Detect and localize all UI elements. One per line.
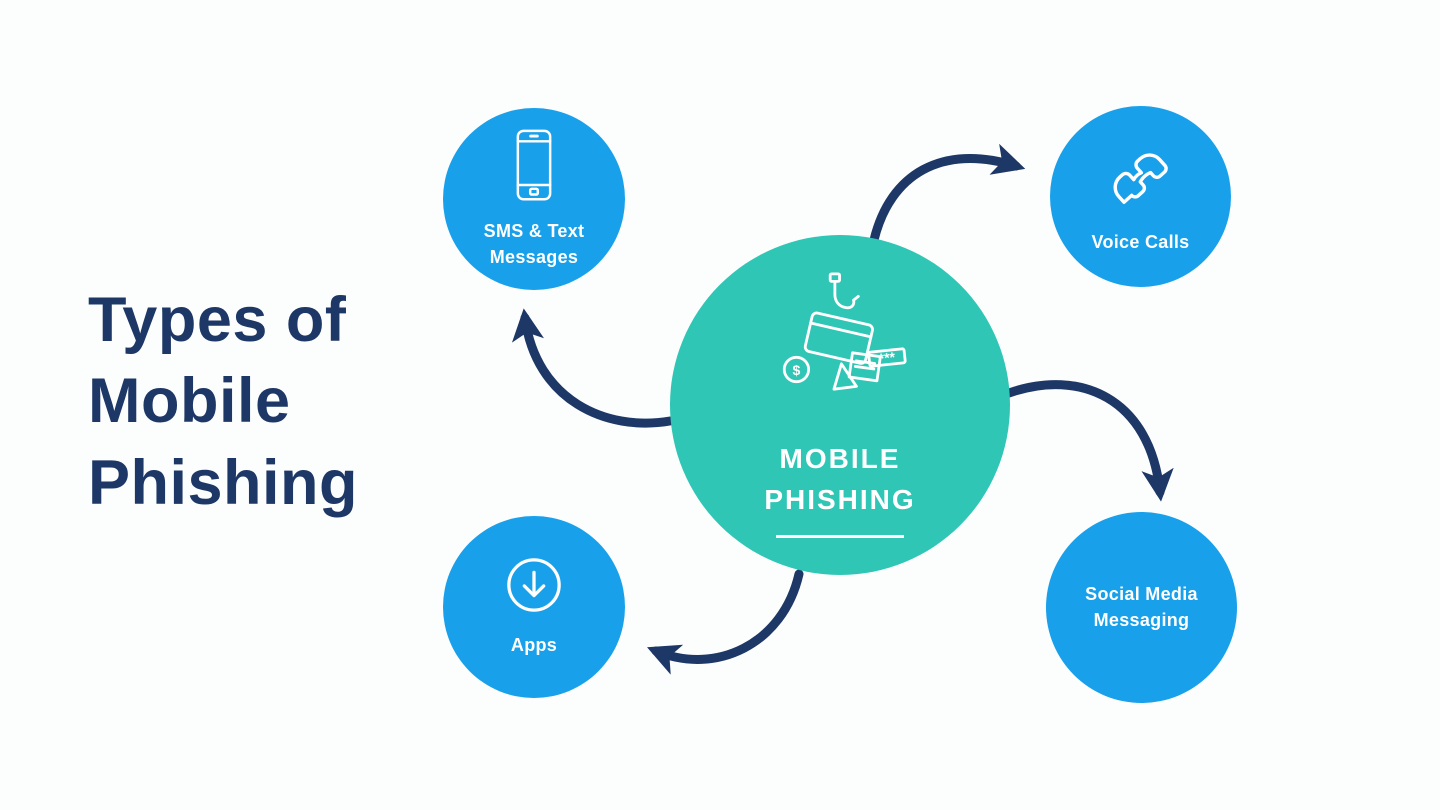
center-title-line-1: MOBILE xyxy=(779,443,901,475)
page-title: Types of Mobile Phishing xyxy=(88,280,358,524)
node-voice-calls: Voice Calls xyxy=(1050,106,1231,287)
arrow-center-to-voice-calls xyxy=(869,143,1026,245)
node-social-label-line-2: Messaging xyxy=(1093,609,1190,630)
node-voice-label: Voice Calls xyxy=(1091,230,1189,255)
node-apps-label-text: Apps xyxy=(510,634,558,655)
page-title-line-1: Types of xyxy=(88,285,347,355)
node-apps: Apps xyxy=(443,516,625,698)
password-mask-text: *** xyxy=(877,349,896,367)
phishing-hook-card-icon: *** $ xyxy=(758,272,923,427)
download-icon xyxy=(505,556,563,619)
page-title-line-3: Phishing xyxy=(88,447,358,518)
center-title-underline xyxy=(776,534,904,538)
node-sms-text-messages: SMS & Text Messages xyxy=(443,108,625,290)
arrow-center-to-sms xyxy=(511,308,675,428)
smartphone-icon xyxy=(510,128,558,209)
coin-dollar-text: $ xyxy=(792,363,800,379)
arrow-center-to-social-media xyxy=(1004,380,1174,502)
arrow-center-to-apps xyxy=(647,569,804,675)
phone-handset-icon xyxy=(1098,137,1184,228)
node-voice-label-text: Voice Calls xyxy=(1091,232,1190,253)
node-sms-label-line-2: Messages xyxy=(489,246,579,267)
node-apps-label: Apps xyxy=(511,633,557,658)
node-mobile-phishing-center: *** $ MOBILE PHISHING xyxy=(670,235,1010,575)
page-title-line-2: Mobile xyxy=(88,366,291,437)
center-title: MOBILE PHISHING xyxy=(764,439,915,520)
node-sms-label: SMS & Text Messages xyxy=(484,219,585,269)
node-social-label-line-1: Social Media xyxy=(1085,584,1198,605)
node-social-media-messaging: Social Media Messaging xyxy=(1046,512,1237,703)
node-sms-label-line-1: SMS & Text xyxy=(483,221,585,242)
node-social-label: Social Media Messaging xyxy=(1085,582,1198,632)
center-title-line-2: PHISHING xyxy=(764,484,916,515)
